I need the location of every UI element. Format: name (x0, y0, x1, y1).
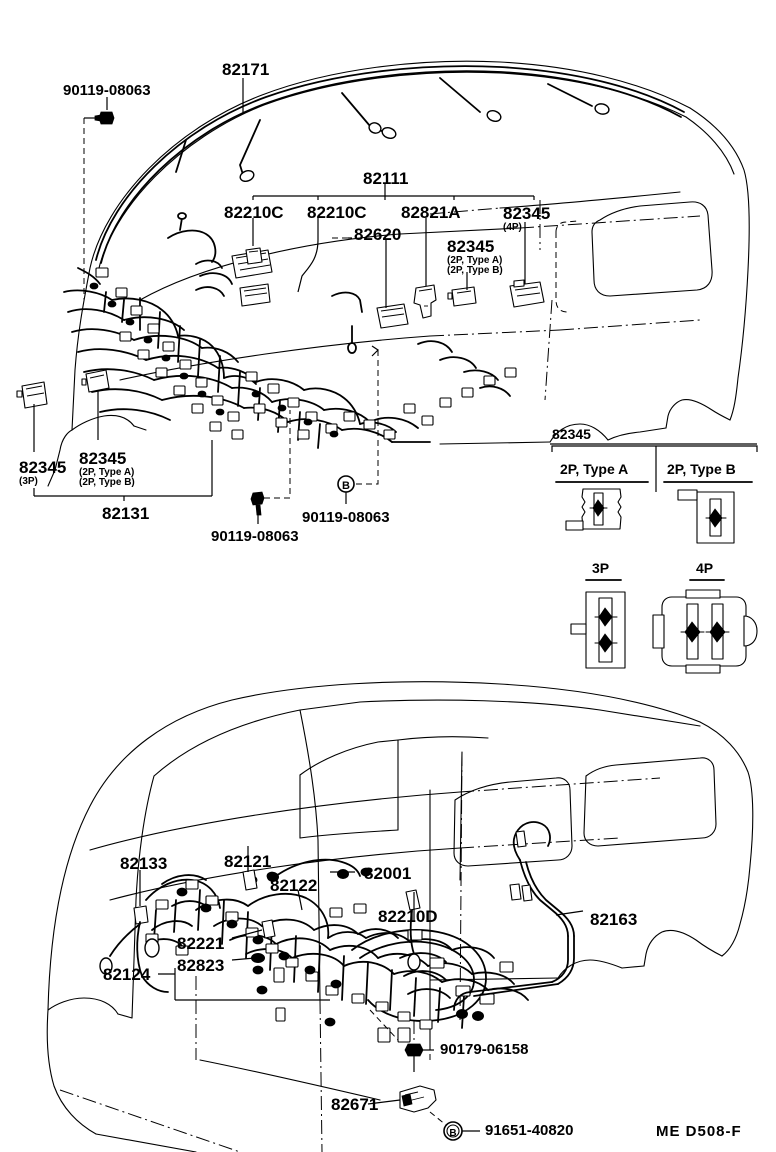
callout-82620: 82620 (354, 225, 402, 244)
svg-text:B: B (342, 480, 350, 492)
part-82821a (413, 284, 437, 319)
circled-marker-b-lower: B (443, 1121, 463, 1141)
legend-label-3p: 3P (592, 560, 610, 576)
callout-82345-3p: 82345 (3P) (19, 459, 66, 487)
legend-connector-2p-type-a (565, 488, 622, 531)
upper-vehicle-outline (47, 60, 750, 487)
callout-82124: 82124 (103, 965, 151, 984)
callout-82345-4p: 82345 (4P) (503, 205, 550, 233)
part-82133 (99, 905, 169, 993)
callout-82121: 82121 (224, 852, 272, 871)
callout-82345-3p-code: 82345 (19, 458, 67, 477)
callout-82221: 82221 (177, 934, 225, 953)
callout-82345-3p-qualifier: (3P) (19, 476, 38, 487)
part-82671 (399, 1085, 437, 1113)
callout-82823: 82823 (177, 956, 225, 975)
nut-90179-06158 (404, 1043, 424, 1057)
circled-marker-b-upper: B (337, 475, 355, 493)
part-82121 (242, 869, 258, 891)
callout-82345-4p-qualifier: (4P) (503, 222, 522, 233)
callout-82821a: 82821A (401, 203, 461, 222)
lower-leader-lines (139, 846, 584, 1132)
callout-82163: 82163 (590, 910, 638, 929)
callout-82111: 82111 (363, 169, 409, 188)
legend-connector-3p (570, 591, 626, 669)
legend-label-2p-type-b: 2P, Type B (667, 461, 736, 477)
callout-82345-2p-upper-qualifier: (2P, Type A) (2P, Type B) (447, 255, 503, 276)
callout-82131: 82131 (102, 504, 150, 523)
callout-82671: 82671 (331, 1095, 379, 1114)
cowl-wire-harness-assembly (99, 858, 529, 1043)
roof-wire-harness-82171 (95, 65, 685, 264)
callout-90179-06158: 90179-06158 (440, 1041, 529, 1058)
part-82345-2p-left (81, 369, 110, 393)
legend-title: 82345 (552, 426, 591, 442)
callout-82133: 82133 (120, 854, 168, 873)
callout-82210c-2: 82210C (307, 203, 367, 222)
callout-90119-08063-b: 90119-08063 (302, 509, 390, 526)
legend-connector-2p-type-b (677, 489, 735, 544)
callout-82345-2p-left: 82345 (2P, Type A) (2P, Type B) (79, 450, 135, 488)
bolt-90119-08063-upper-left (94, 111, 115, 125)
part-82823 (251, 953, 265, 963)
legend-frame (550, 443, 758, 581)
lower-vehicle-outline (46, 681, 754, 1152)
part-82210d (405, 889, 421, 971)
legend-label-4p: 4P (696, 560, 714, 576)
callout-82210c-1: 82210C (224, 203, 284, 222)
connector-82210c-1 (245, 247, 263, 265)
callout-82345-4p-code: 82345 (503, 204, 551, 223)
part-82221 (261, 919, 276, 939)
callout-90119-08063-lower: 90119-08063 (211, 528, 299, 545)
part-82345-3p (16, 381, 48, 409)
upper-leader-lines (33, 78, 535, 524)
callout-82345-2p-left-qualifier: (2P, Type A) (2P, Type B) (79, 467, 135, 488)
footer-sheet-code: ME D508-F (656, 1123, 742, 1140)
callout-82171: 82171 (222, 60, 270, 79)
legend-label-2p-type-a: 2P, Type A (560, 461, 629, 477)
callout-82345-2p-upper-code: 82345 (447, 237, 495, 256)
callout-82122: 82122 (270, 876, 318, 895)
legend-connector-4p (652, 589, 758, 674)
upper-connector-parts (16, 247, 545, 409)
part-82345-4p (509, 279, 545, 308)
part-82163 (453, 821, 575, 1021)
callout-82210d: 82210D (378, 907, 438, 926)
svg-text:B: B (449, 1128, 456, 1139)
callout-90119-08063-upper: 90119-08063 (63, 82, 151, 99)
floor-wire-harness-assembly-82111 (63, 212, 517, 449)
callout-91651-40820: 91651-40820 (485, 1122, 574, 1139)
bolt-90119-08063-lower (250, 491, 265, 516)
callout-82345-2p-left-code: 82345 (79, 449, 127, 468)
callout-82345-2p-upper: 82345 (2P, Type A) (2P, Type B) (447, 238, 503, 276)
callout-82001: 82001 (364, 864, 412, 883)
part-82620 (376, 303, 409, 329)
